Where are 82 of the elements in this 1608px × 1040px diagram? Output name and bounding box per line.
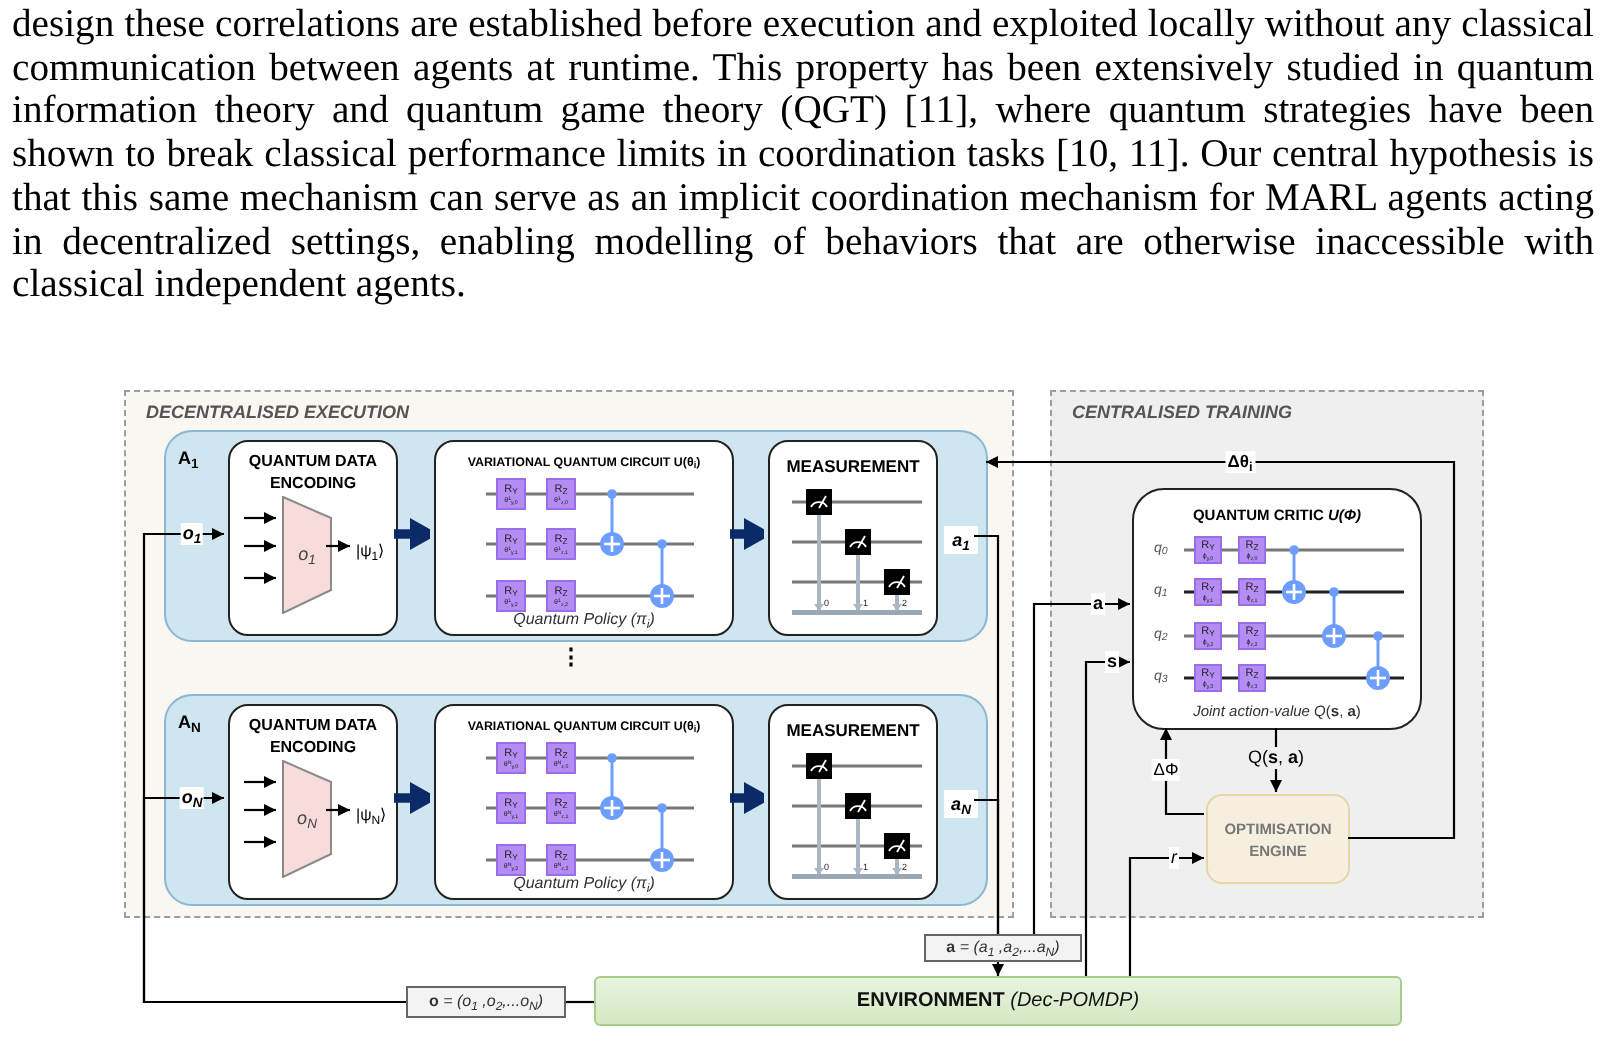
state-label: |ψ$_{N}$⟩ — [356, 800, 398, 832]
edge-label: a — [1091, 593, 1105, 615]
vector-label: a = (a$_{1}$ ,a$_{2}$,...a$_{N}$) — [946, 938, 1060, 958]
edge-label: ΔΦ — [1151, 759, 1181, 781]
arrow — [244, 512, 276, 524]
rotation-gate — [496, 528, 526, 560]
rotation-gate — [546, 792, 576, 824]
vector-box — [406, 986, 566, 1018]
edge-label: o$_{N}$ — [179, 787, 205, 809]
arrow — [244, 540, 276, 552]
rotation-gate — [546, 844, 576, 876]
circuit-caption: Quantum Policy (π$_{i}$) — [511, 874, 657, 894]
agent-label: A$_{N}$ — [178, 710, 201, 737]
encoder-trapezoid — [282, 496, 332, 614]
agent-box — [164, 430, 988, 642]
action-label: a$_{1}$ — [944, 526, 978, 554]
measurement-box — [768, 704, 938, 900]
arrow — [142, 792, 406, 1004]
measurement-box — [768, 440, 938, 636]
box-title: QUANTUM DATA ENCODING — [246, 450, 380, 494]
arrow — [244, 836, 276, 848]
rotation-gate — [496, 580, 526, 612]
box-title: MEASUREMENT — [784, 456, 922, 476]
edge-label: Q(s, a) — [1245, 747, 1307, 769]
panel-title: CENTRALISED TRAINING — [1072, 400, 1292, 426]
arrow — [1160, 728, 1204, 816]
rotation-gate — [1238, 664, 1266, 692]
edge-label: o$_{1}$ — [180, 523, 204, 545]
engine-box — [1206, 794, 1350, 884]
arrow — [986, 456, 1456, 840]
encoding-box — [228, 440, 398, 636]
edge-label: Δθ$_{i}$ — [1225, 451, 1255, 473]
body-paragraph: design these correlations are established before execution and exploited locally without any classical communication between agents at runtime. This property has been extensively studied in quantum information theory and quantum game theory (QGT) [11], where quantum strategies have been shown to break classical performance limits in coordination tasks [10, 11]. Our central hypothesis is that this same mechanism can serve as an implicit coordination mechanism for MARL agents acting in decentralized settings, enabling modelling of behaviors that are otherwise inaccessible with classical independent agents. — [12, 4, 1594, 308]
environment-box — [594, 976, 1402, 1026]
rotation-gate — [496, 792, 526, 824]
section-panel — [124, 390, 1014, 918]
box-title: MEASUREMENT — [784, 720, 922, 740]
state-label: |ψ$_{1}$⟩ — [356, 536, 398, 568]
rotation-gate — [546, 478, 576, 510]
critic-box — [1132, 488, 1422, 730]
rotation-gate — [496, 742, 526, 774]
encoder-trapezoid — [282, 760, 332, 878]
arrow — [326, 540, 350, 552]
vertical-ellipsis: ⋮ — [560, 644, 582, 672]
connector-line — [566, 1000, 594, 1004]
edge-label: r — [1169, 847, 1179, 869]
arrow — [244, 804, 276, 816]
rotation-gate — [1194, 578, 1222, 606]
rotation-gate — [546, 742, 576, 774]
box-title: ENVIRONMENT (Dec-POMDP) — [856, 989, 1140, 1013]
rotation-gate — [546, 528, 576, 560]
agent-label: A$_{1}$ — [178, 446, 199, 473]
vector-box — [924, 934, 1082, 962]
circuit-box — [434, 704, 734, 900]
vector-label: o = (o$_{1}$ ,o$_{2}$,...o$_{N}$) — [428, 992, 544, 1012]
trapezoid-label: o$_{N}$ — [295, 806, 319, 832]
arrow — [1084, 656, 1130, 976]
agent-box — [164, 694, 988, 906]
arrow — [1128, 852, 1204, 976]
arrow — [244, 776, 276, 788]
rotation-gate — [496, 844, 526, 876]
encoding-box — [228, 704, 398, 900]
rotation-gate — [1194, 622, 1222, 650]
action-label: a$_{N}$ — [944, 790, 978, 818]
rotation-gate — [546, 580, 576, 612]
arrow — [992, 962, 1004, 976]
circuit-caption: Quantum Policy (π$_{i}$) — [511, 610, 657, 630]
circuit-box — [434, 440, 734, 636]
arrow — [1032, 598, 1130, 934]
rotation-gate — [1238, 536, 1266, 564]
rotation-gate — [496, 478, 526, 510]
box-title: QUANTUM DATA ENCODING — [246, 714, 380, 758]
section-panel — [1050, 390, 1484, 918]
arrow — [326, 804, 350, 816]
arrow — [244, 572, 276, 584]
panel-title: DECENTRALISED EXECUTION — [146, 400, 410, 426]
rotation-gate — [1194, 536, 1222, 564]
rotation-gate — [1194, 664, 1222, 692]
trapezoid-label: o$_{1}$ — [296, 542, 318, 568]
rotation-gate — [1238, 578, 1266, 606]
connector-line — [974, 798, 1000, 934]
rotation-gate — [1238, 622, 1266, 650]
